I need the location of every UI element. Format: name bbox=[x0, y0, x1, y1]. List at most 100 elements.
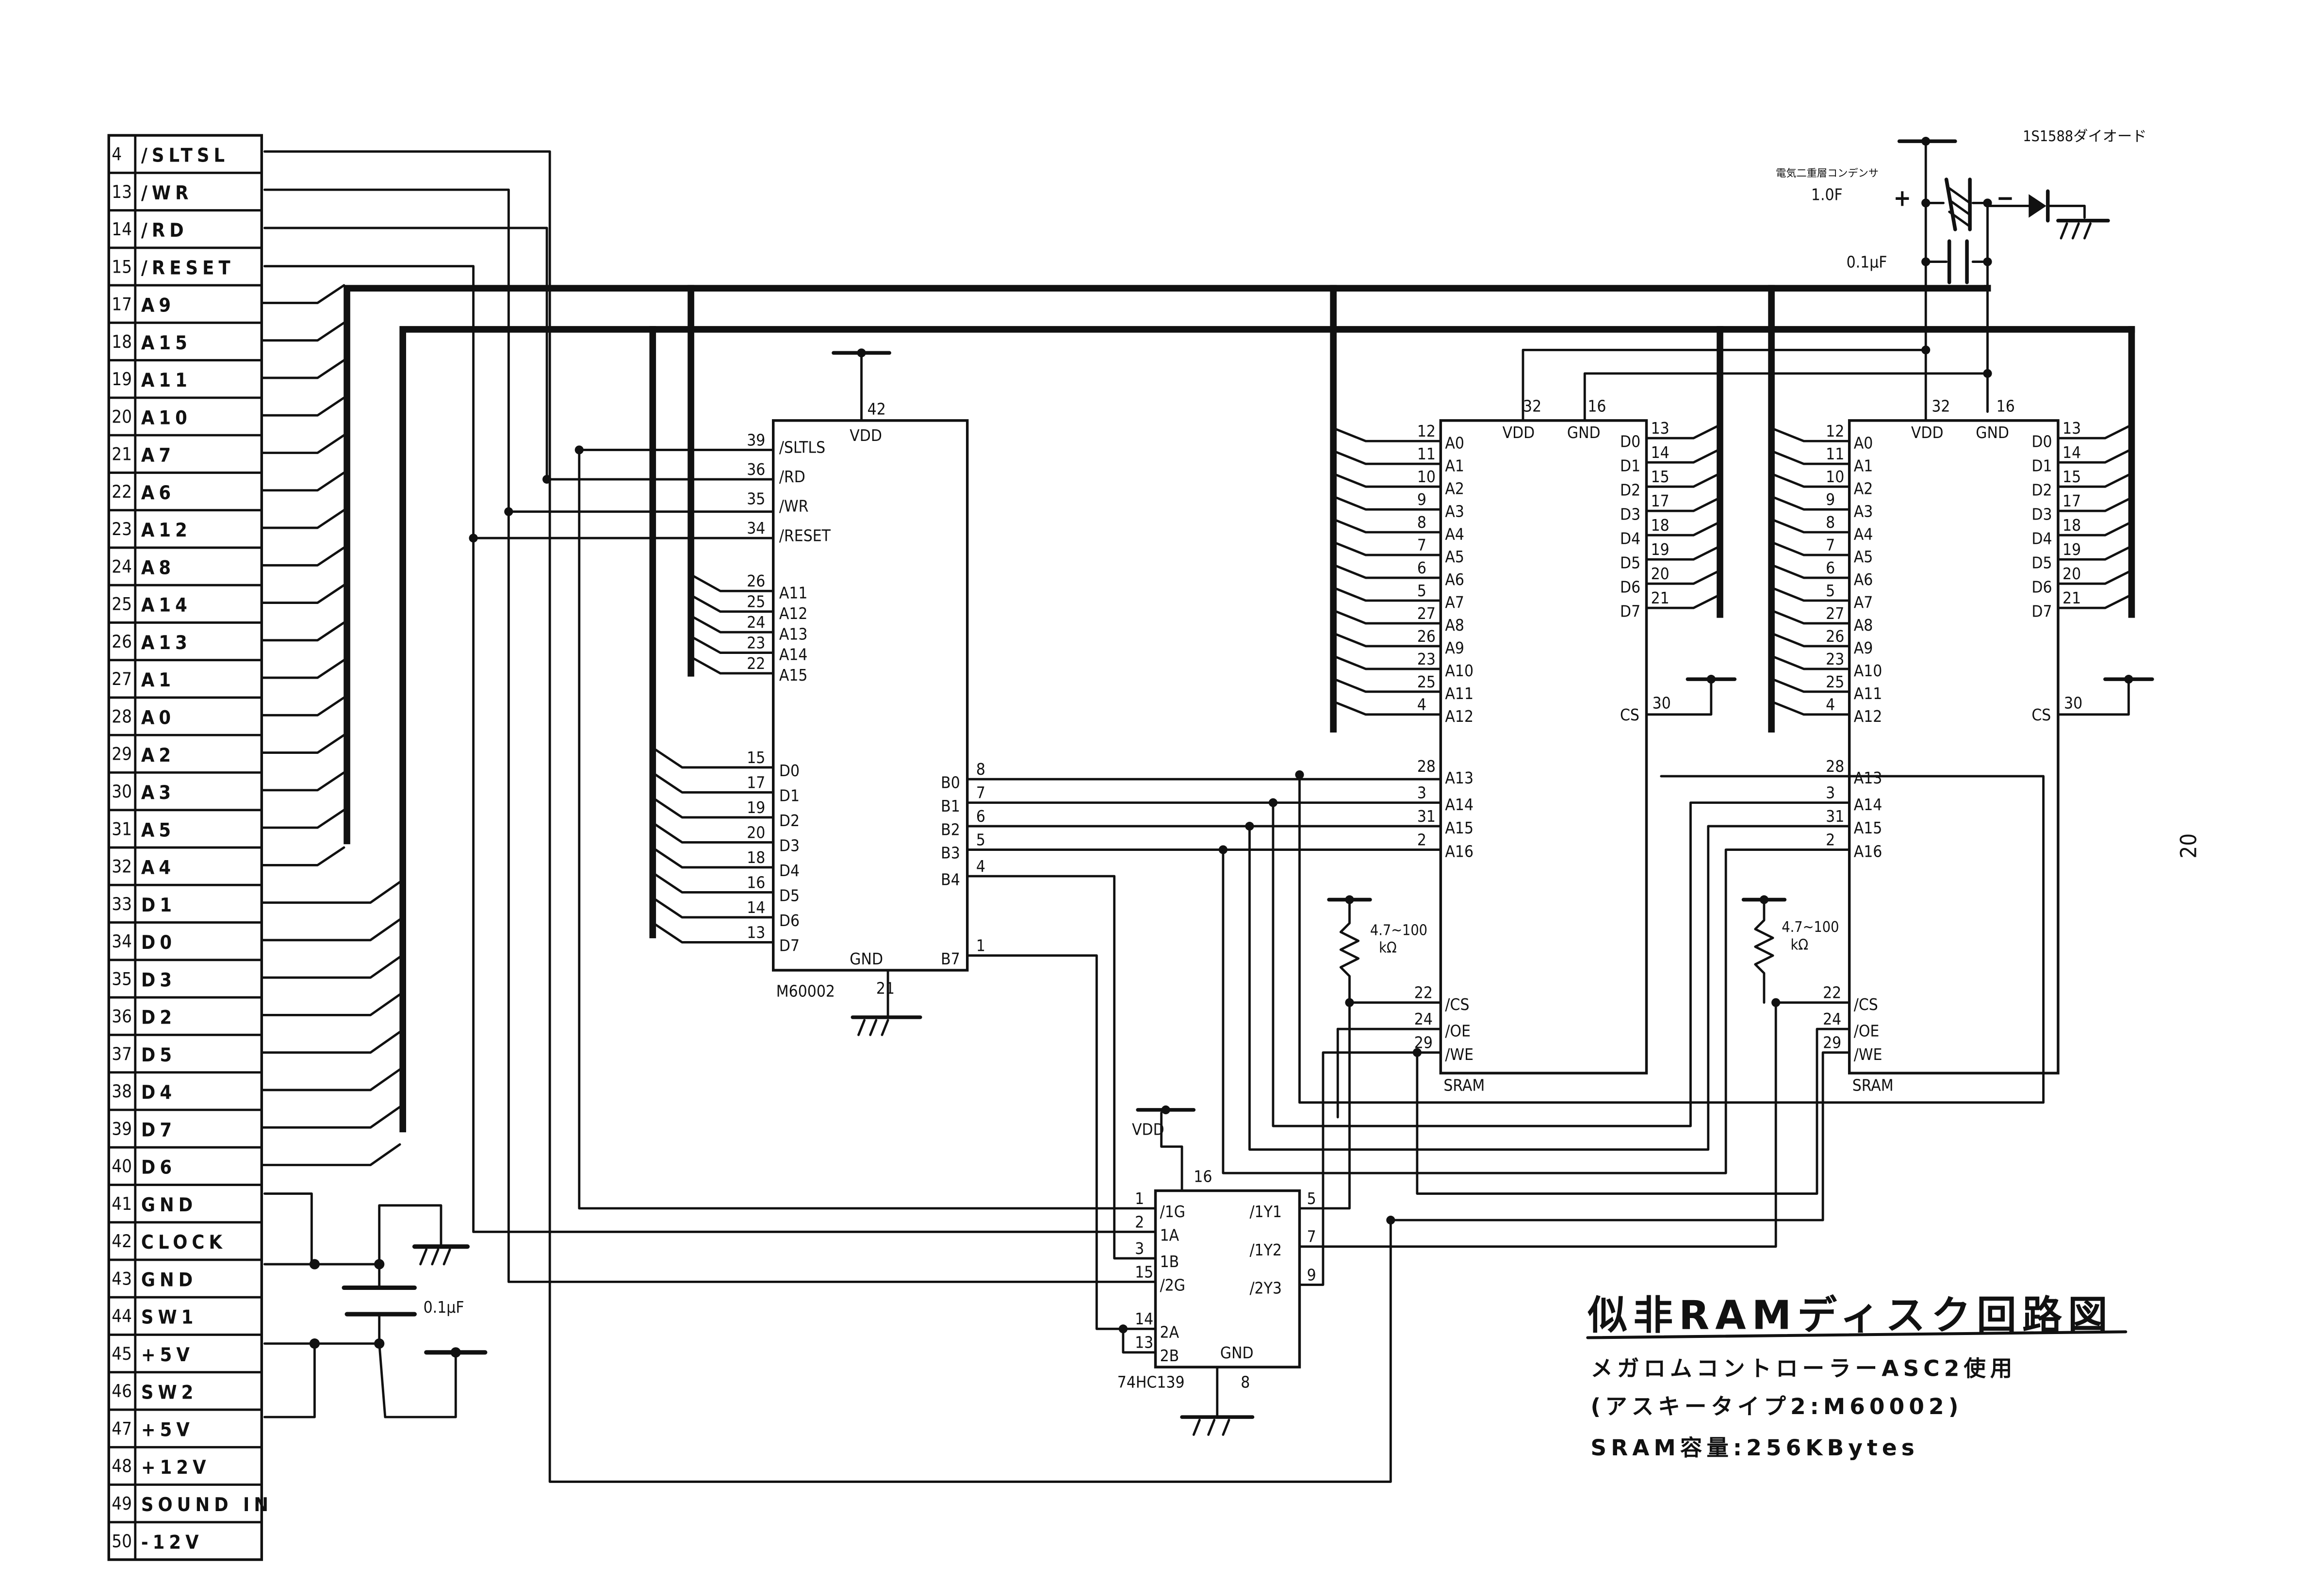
connector-pin-number: 46 bbox=[112, 1381, 132, 1401]
sram-pin-number: 15 bbox=[2062, 467, 2081, 486]
sram-data-wire bbox=[2057, 425, 2130, 440]
sram-pin-label: D1 bbox=[2031, 456, 2052, 475]
sram-addr-wire bbox=[1335, 701, 1442, 716]
sram-vdd-pin: 32 bbox=[1523, 397, 1541, 416]
page-number: 20 bbox=[2176, 833, 2202, 859]
backup-power-circuit bbox=[1522, 137, 2110, 422]
m60002-pin-number: 19 bbox=[747, 798, 765, 817]
sram-addr-wire bbox=[1773, 587, 1851, 602]
sram-pin-number: 6 bbox=[1826, 558, 1835, 577]
m60002-pin-number: 14 bbox=[747, 898, 765, 917]
address-tap bbox=[260, 396, 345, 417]
address-tap bbox=[260, 771, 345, 792]
sram-data-wire bbox=[2057, 498, 2130, 512]
m60002-data-wire bbox=[654, 898, 775, 919]
sram-addr-wire bbox=[1335, 519, 1442, 534]
sram-pin-number: 30 bbox=[1653, 694, 1671, 713]
sram-pin-number: 18 bbox=[1651, 516, 1670, 535]
connector-pin-signal: A11 bbox=[141, 369, 192, 391]
hc139-gnd-pin: 8 bbox=[1241, 1373, 1250, 1392]
sram-addr-wire bbox=[1335, 656, 1442, 670]
pullup-resistor-1 bbox=[1327, 895, 1372, 1004]
m60002-pin-number: 4 bbox=[976, 857, 985, 876]
sram-data-wire bbox=[1645, 473, 1719, 488]
sram-pin-label: A10 bbox=[1854, 661, 1882, 680]
sram-pin-number: 8 bbox=[1417, 513, 1426, 532]
sram-addr-wire bbox=[1773, 473, 1851, 488]
connector-pin-signal: SW2 bbox=[141, 1381, 198, 1403]
m60002-pin-label: B7 bbox=[941, 949, 960, 968]
address-tap bbox=[260, 546, 345, 567]
sram-pin-number: 30 bbox=[2064, 694, 2082, 713]
connector-pin-number: 38 bbox=[112, 1081, 132, 1102]
pullup-resistor-1-value: 4.7~100 bbox=[1370, 922, 1427, 939]
connector-pin-signal: GND bbox=[141, 1269, 197, 1291]
connector-pin-signal: +12V bbox=[141, 1456, 211, 1479]
m60002-pin-number: 7 bbox=[976, 783, 985, 802]
sram-pin-number: 5 bbox=[1417, 581, 1426, 600]
sram-data-wire bbox=[2057, 570, 2130, 585]
sram-pin-label: A10 bbox=[1445, 661, 1473, 680]
sram-pin-number: 7 bbox=[1826, 536, 1835, 554]
sram-pin-label: A5 bbox=[1854, 547, 1873, 566]
sram-pin-label: D4 bbox=[1620, 529, 1640, 548]
connector-pin-signal: SW1 bbox=[141, 1306, 198, 1329]
m60002-pin-label: A11 bbox=[779, 583, 808, 602]
hc139-pin-label: 1A bbox=[1160, 1226, 1179, 1245]
m60002-addr-wire bbox=[692, 657, 775, 675]
connector-pin-number: 43 bbox=[112, 1268, 132, 1289]
address-tap bbox=[260, 809, 345, 829]
connector-pin-number: 44 bbox=[112, 1306, 132, 1327]
connector-pin-number: 32 bbox=[112, 856, 132, 877]
connector-pin-signal: CLOCK bbox=[141, 1231, 227, 1254]
m60002-pin-number: 17 bbox=[747, 773, 765, 792]
sram-pin-label: D7 bbox=[2031, 602, 2052, 620]
m60002-data-wire bbox=[654, 798, 775, 819]
sram-cs-wire bbox=[2057, 678, 2130, 716]
sram-pin-number: 27 bbox=[1826, 604, 1844, 623]
connector-pin-signal: A9 bbox=[141, 294, 175, 317]
sram-pin-label: A6 bbox=[1854, 570, 1873, 589]
sram-pin-label: A11 bbox=[1854, 684, 1882, 703]
sram-pin-number: 9 bbox=[1417, 490, 1426, 509]
supercap-label: 電気二重層コンデンサ bbox=[1776, 167, 1879, 179]
bank-select-wires bbox=[966, 770, 2045, 1354]
junction-dot bbox=[2124, 675, 2133, 684]
m60002-pin-number: 39 bbox=[747, 430, 765, 449]
m60002-pin-label: D5 bbox=[779, 886, 800, 905]
hc139-pin-number: 14 bbox=[1135, 1309, 1153, 1328]
sram-addr-wire bbox=[1773, 656, 1851, 670]
sram-pin-number: 18 bbox=[2062, 516, 2081, 535]
m60002-addr-wire bbox=[692, 596, 775, 613]
sram-pin-label: D0 bbox=[1620, 432, 1640, 451]
backup-cap-value: 0.1μF bbox=[1847, 253, 1887, 272]
sram-pin-label: A9 bbox=[1854, 638, 1873, 657]
sram-pin-label: A2 bbox=[1445, 479, 1464, 498]
connector-pin-signal: A2 bbox=[141, 744, 175, 766]
sram-pin-label: /CS bbox=[1445, 995, 1469, 1014]
sram-pin-number: 10 bbox=[1417, 467, 1436, 486]
sram-pin-label: /WE bbox=[1854, 1045, 1882, 1064]
connector-pin-number: 47 bbox=[112, 1418, 132, 1439]
m60002-pin-number: 22 bbox=[747, 654, 765, 673]
sram-addr-wire bbox=[1773, 542, 1851, 556]
connector-pin-signal: A5 bbox=[141, 819, 175, 841]
sram-pin-number: 31 bbox=[1826, 807, 1844, 826]
sram-pin-label: A4 bbox=[1445, 524, 1464, 543]
hc139-pin-number: 15 bbox=[1135, 1262, 1153, 1281]
m60002-pin-number: 6 bbox=[976, 807, 985, 826]
connector-pin-signal: /WR bbox=[141, 182, 193, 204]
sram-pin-label: A7 bbox=[1854, 593, 1873, 612]
sram-pin-number: 9 bbox=[1826, 490, 1835, 509]
sram-pin-label: A11 bbox=[1445, 684, 1473, 703]
sram-pin-number: 20 bbox=[2062, 564, 2081, 583]
sram-data-wire bbox=[2057, 522, 2130, 537]
pullup-resistor-2-unit: kΩ bbox=[1790, 937, 1808, 954]
sram-pin-number: 20 bbox=[1651, 564, 1670, 583]
